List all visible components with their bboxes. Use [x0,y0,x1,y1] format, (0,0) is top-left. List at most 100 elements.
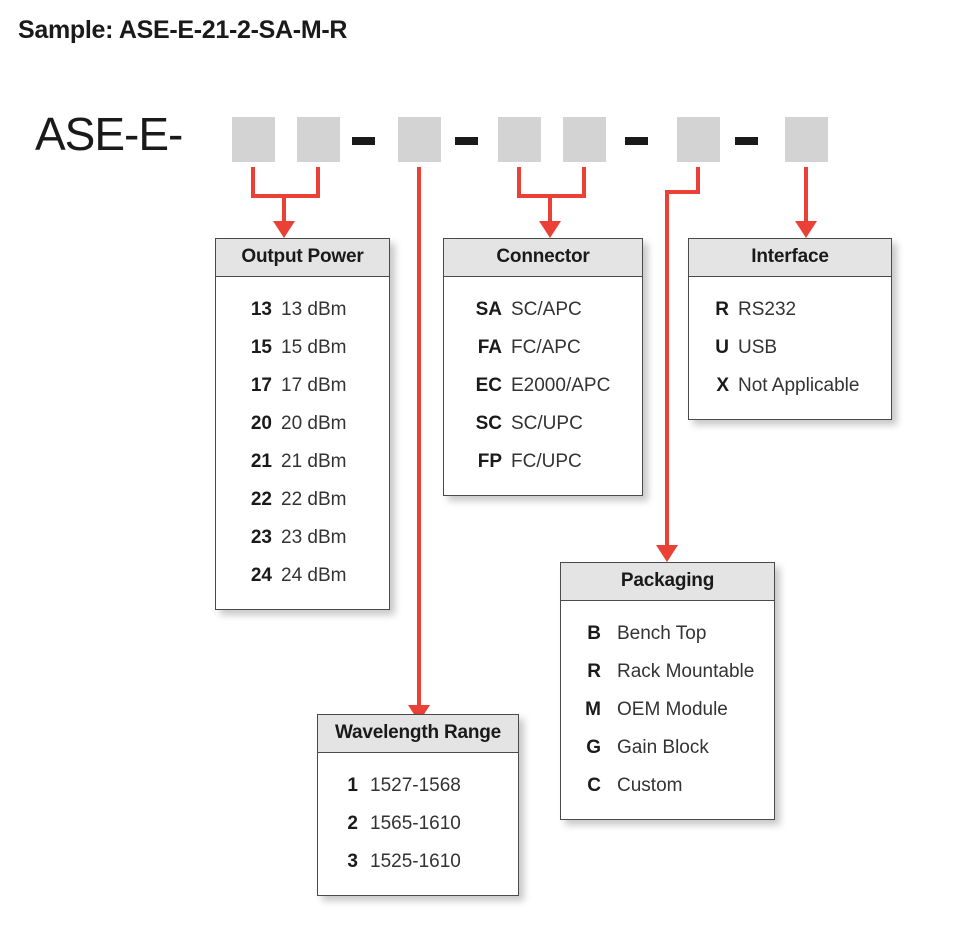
row-desc: 1565-1610 [370,813,461,834]
arrow-packaging [656,545,678,562]
arrow-connector [539,221,561,238]
table-row[interactable]: SC SC/UPC [466,405,642,443]
connector-line-packaging-drop [665,190,669,548]
row-code: FP [477,451,502,472]
table-row[interactable]: SA SC/APC [466,291,642,329]
row-desc: 24 dBm [281,565,347,586]
part-number-box-7[interactable] [785,117,828,162]
part-number-box-1[interactable] [232,117,275,162]
row-code: M [585,699,601,720]
table-packaging-body: B Bench Top R Rack Mountable M OEM Modul… [561,601,774,819]
row-desc: 21 dBm [281,451,347,472]
table-row[interactable]: FP FC/UPC [466,443,642,481]
row-code: U [715,337,729,358]
table-row[interactable]: 24 24 dBm [238,557,389,595]
row-desc: Custom [617,775,683,796]
row-code: EC [475,375,502,396]
connector-line-interface [804,167,808,223]
table-interface: Interface R RS232 U USB X Not Applicable [688,238,892,420]
part-number-dash-2 [455,137,478,145]
row-code: 23 [250,527,272,548]
row-desc: FC/UPC [511,451,582,472]
part-number-dash-3 [625,137,648,145]
table-output-power-title: Output Power [216,239,389,277]
table-output-power: Output Power 13 13 dBm 15 15 dBm 17 17 d… [215,238,390,610]
connector-line-packaging-top [696,167,700,194]
table-row[interactable]: 15 15 dBm [238,329,389,367]
row-code: 2 [347,813,358,834]
table-row[interactable]: M OEM Module [583,691,774,729]
row-desc: 1527-1568 [370,775,461,796]
table-row[interactable]: 20 20 dBm [238,405,389,443]
table-interface-title: Interface [689,239,891,277]
connector-line-output-power-stem [282,194,286,223]
connector-jog-packaging [665,190,700,194]
table-row[interactable]: 22 22 dBm [238,481,389,519]
table-row[interactable]: 13 13 dBm [238,291,389,329]
sample-part-number-title: Sample: ASE-E-21-2-SA-M-R [18,16,348,44]
table-row[interactable]: R RS232 [711,291,891,329]
connector-line-wavelength-range [417,167,421,709]
table-row[interactable]: G Gain Block [583,729,774,767]
row-desc: Rack Mountable [617,661,755,682]
connector-line-connector-left [517,167,521,198]
row-desc: Not Applicable [738,375,860,396]
part-number-box-3[interactable] [398,117,441,162]
table-row[interactable]: 17 17 dBm [238,367,389,405]
row-code: FA [477,337,502,358]
part-number-prefix: ASE-E- [35,108,183,160]
row-code: 22 [250,489,272,510]
row-code: R [715,299,729,320]
table-row[interactable]: R Rack Mountable [583,653,774,691]
row-desc: Bench Top [617,623,707,644]
table-row[interactable]: B Bench Top [583,615,774,653]
table-row[interactable]: EC E2000/APC [466,367,642,405]
table-row[interactable]: U USB [711,329,891,367]
connector-line-connector-stem [548,194,552,223]
part-number-dash-4 [735,137,758,145]
table-row[interactable]: FA FC/APC [466,329,642,367]
row-desc: FC/APC [511,337,581,358]
row-code: 13 [250,299,272,320]
table-connector-body: SA SC/APC FA FC/APC EC E2000/APC SC SC/U… [444,277,642,495]
connector-line-output-power-right [316,167,320,198]
table-output-power-body: 13 13 dBm 15 15 dBm 17 17 dBm 20 20 dBm … [216,277,389,609]
row-desc: RS232 [738,299,797,320]
connector-line-output-power-left [251,167,255,198]
table-row[interactable]: 3 1525-1610 [342,843,518,881]
table-row[interactable]: C Custom [583,767,774,805]
connector-line-connector-right [582,167,586,198]
part-number-dash-1 [352,137,375,145]
part-number-box-5[interactable] [563,117,606,162]
row-desc: USB [738,337,778,358]
row-desc: SC/APC [511,299,582,320]
table-wavelength-range-title: Wavelength Range [318,715,518,753]
table-row[interactable]: X Not Applicable [711,367,891,405]
row-desc: Gain Block [617,737,709,758]
row-desc: 13 dBm [281,299,347,320]
table-wavelength-range: Wavelength Range 1 1527-1568 2 1565-1610… [317,714,519,896]
table-row[interactable]: 23 23 dBm [238,519,389,557]
row-code: 1 [347,775,358,796]
table-row[interactable]: 2 1565-1610 [342,805,518,843]
table-packaging: Packaging B Bench Top R Rack Mountable M… [560,562,775,820]
row-code: 21 [250,451,272,472]
part-number-row: ASE-E- [0,105,960,175]
part-number-box-2[interactable] [297,117,340,162]
part-number-box-6[interactable] [677,117,720,162]
table-row[interactable]: 1 1527-1568 [342,767,518,805]
table-interface-body: R RS232 U USB X Not Applicable [689,277,891,419]
table-packaging-title: Packaging [561,563,774,601]
row-code: 3 [347,851,358,872]
row-code: R [587,661,601,682]
row-code: 15 [250,337,272,358]
row-desc: E2000/APC [511,375,611,396]
row-code: B [587,623,601,644]
arrow-output-power [273,221,295,238]
table-connector-title: Connector [444,239,642,277]
table-row[interactable]: 21 21 dBm [238,443,389,481]
part-number-box-4[interactable] [498,117,541,162]
arrow-interface [795,221,817,238]
row-desc: 20 dBm [281,413,347,434]
